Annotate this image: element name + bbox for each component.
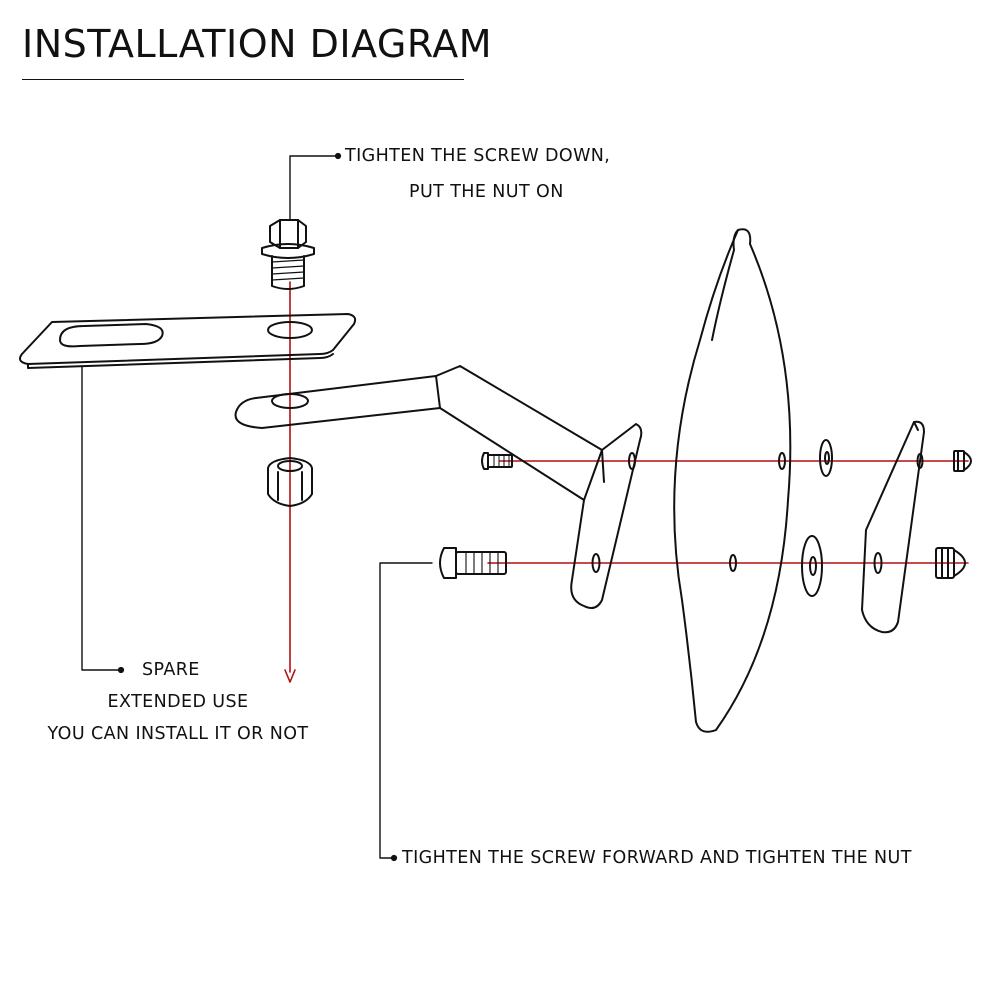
- assembly-axis-lines: [284, 281, 969, 683]
- page-title: INSTALLATION DIAGRAM: [22, 22, 492, 66]
- leader-bottom: [379, 562, 433, 859]
- leader-spare: [81, 365, 119, 671]
- l-mounting-bracket: [234, 365, 643, 609]
- acorn-nut-lower: [935, 547, 966, 579]
- flange-hex-bolt: [261, 219, 315, 290]
- callout-bottom: TIGHTEN THE SCREW FORWARD AND TIGHTEN TH…: [402, 848, 912, 868]
- rear-backing-plate: [861, 420, 925, 634]
- callout-top-line2: PUT THE NUT ON: [409, 182, 564, 202]
- vertical-axis-arrowhead: [284, 669, 296, 683]
- leader-top-dot: [334, 152, 342, 160]
- washer-upper: [819, 439, 833, 477]
- leader-spare-dot: [117, 666, 125, 674]
- spare-flat-bracket: [19, 313, 357, 369]
- callout-spare-line1: SPARE: [142, 660, 200, 680]
- small-screw-upper: [481, 452, 513, 470]
- callout-top-line1: TIGHTEN THE SCREW DOWN,: [345, 146, 611, 166]
- acorn-nut-upper: [953, 450, 972, 472]
- title-underline: [22, 79, 464, 80]
- leader-top: [289, 155, 337, 221]
- carriage-screw-lower: [439, 547, 507, 579]
- curved-plate-panel: [673, 228, 792, 733]
- hex-nut: [267, 457, 313, 507]
- leader-bottom-dot: [390, 854, 398, 862]
- washer-lower: [801, 535, 823, 597]
- callout-spare-line3: YOU CAN INSTALL IT OR NOT: [47, 724, 309, 744]
- leader-lines: [81, 152, 433, 862]
- callout-spare-line2: EXTENDED USE: [107, 692, 249, 712]
